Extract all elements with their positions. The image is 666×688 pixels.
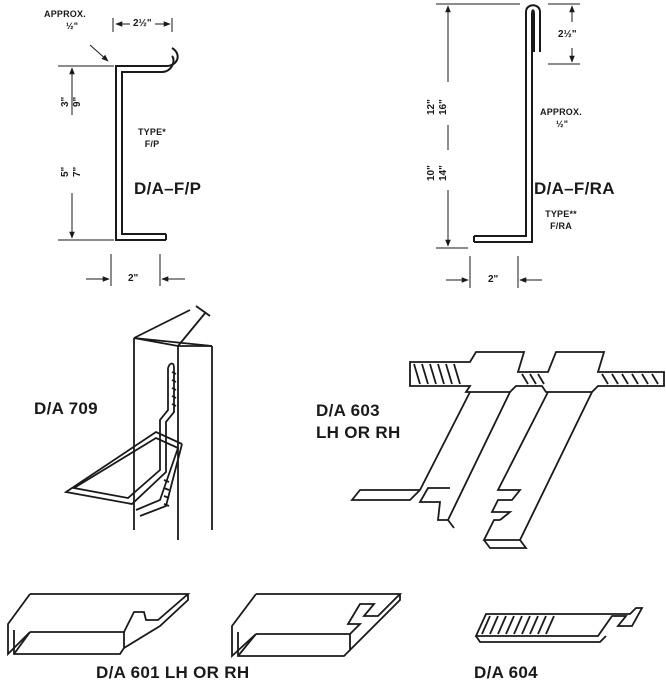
fp-part-name: D/A–F/P xyxy=(134,179,202,198)
fra-lower-length-label: 10" xyxy=(426,165,437,181)
fra-upper-length-alt-label: 16" xyxy=(438,99,449,115)
fp-type-code-label: F/P xyxy=(144,139,160,149)
fp-top-width-label: 2½" xyxy=(133,18,152,29)
fra-hook-label: 2½" xyxy=(558,29,577,40)
fp-upper-length-label: 3" xyxy=(60,96,71,107)
fra-half-inch-label: ½" xyxy=(556,119,569,129)
fp-upper-length-alt-label: 9" xyxy=(72,96,83,107)
fra-approx-label: APPROX. xyxy=(540,107,582,117)
p709-clip-drawing xyxy=(63,362,183,517)
fra-type-code-label: F/RA xyxy=(550,221,572,231)
fp-bottom-width-label: 2" xyxy=(128,273,139,284)
fra-type-label: TYPE** xyxy=(545,209,577,219)
fra-bracket-drawing xyxy=(473,4,541,243)
p603-drawing xyxy=(350,351,665,549)
p603-label: D/A 603 xyxy=(316,401,380,420)
fra-upper-length-label: 12" xyxy=(426,99,437,115)
fra-dimension-lines xyxy=(436,3,580,288)
fp-half-inch-label: ½" xyxy=(66,21,79,31)
p604-drawing xyxy=(474,607,644,643)
fp-dimension-lines xyxy=(58,18,185,286)
fp-approx-label: APPROX. xyxy=(44,9,86,19)
fp-bracket-drawing xyxy=(115,47,179,241)
fp-lower-length-label: 5" xyxy=(60,166,71,177)
p603-hand-label: LH OR RH xyxy=(316,423,401,442)
fp-type-label: TYPE* xyxy=(137,127,166,137)
p604-label: D/A 604 xyxy=(474,663,538,682)
fra-lower-length-alt-label: 14" xyxy=(438,165,449,181)
p601-left-drawing xyxy=(7,593,191,657)
p709-label: D/A 709 xyxy=(34,399,98,418)
p601-right-drawing xyxy=(231,593,403,659)
fra-part-name: D/A–F/RA xyxy=(534,179,615,198)
p601-label: D/A 601 LH OR RH xyxy=(96,663,250,682)
fra-bottom-width-label: 2" xyxy=(488,274,499,285)
p709-frame-drawing xyxy=(133,305,213,540)
fp-lower-length-alt-label: 7" xyxy=(72,166,83,177)
